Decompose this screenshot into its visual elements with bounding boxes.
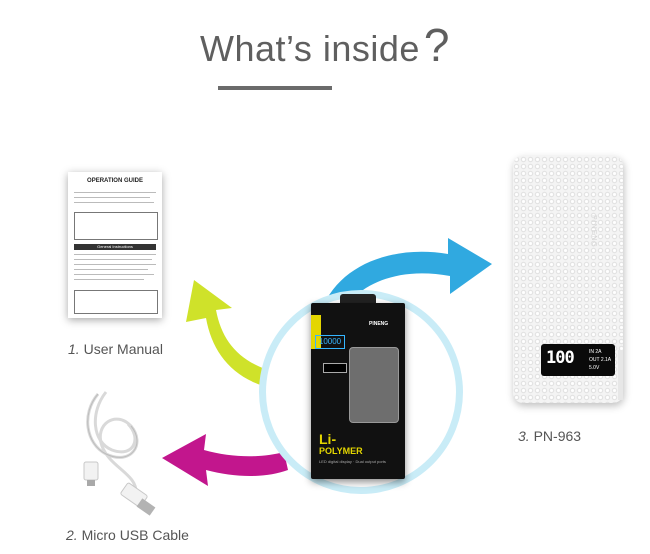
box-polymer-text: POLYMER: [319, 446, 363, 456]
box-capacity: 10000: [315, 335, 345, 349]
manual-text-line: [74, 197, 150, 198]
battery-percentage: 100: [546, 348, 575, 368]
caption-label: Micro USB Cable: [81, 527, 189, 543]
power-bank-display: 100 IN 2A OUT 2.1A 5.0V: [541, 344, 615, 376]
arrow-yellow-icon: [186, 280, 274, 388]
title-question-mark: ?: [423, 19, 451, 71]
caption-number: 1.: [68, 341, 80, 357]
retail-box-image: PINENG 10000 Li- POLYMER LED digital dis…: [311, 303, 405, 479]
manual-diagram: [74, 290, 158, 314]
manual-heading: OPERATION GUIDE: [87, 178, 143, 184]
usb-cable-icon: [83, 391, 156, 516]
display-input-label: IN 2A: [589, 349, 602, 355]
arrow-magenta-icon: [162, 434, 288, 486]
manual-text-line: [74, 279, 144, 280]
manual-text-line: [74, 259, 152, 260]
manual-table: [74, 212, 158, 240]
display-voltage-label: 5.0V: [589, 365, 600, 371]
box-device-image: [349, 347, 399, 423]
user-manual-image: OPERATION GUIDE General Instructions: [68, 172, 162, 318]
manual-text-line: [74, 254, 156, 255]
power-bank-logo: PINENG: [590, 215, 597, 248]
box-stripe: [311, 315, 321, 349]
power-bank-button: [618, 350, 623, 400]
caption-micro-usb-cable: 2. Micro USB Cable: [66, 527, 189, 543]
manual-text-line: [74, 192, 156, 193]
caption-number: 2.: [66, 527, 78, 543]
manual-text-line: [74, 202, 154, 203]
manual-text-line: [74, 274, 154, 275]
box-tagline: LED digital display · Dual output ports: [319, 459, 386, 464]
box-device-display: [323, 363, 347, 373]
page-title: What’s inside?: [0, 18, 650, 72]
caption-pn-963: 3. PN-963: [518, 428, 581, 444]
caption-user-manual: 1. User Manual: [68, 341, 163, 357]
caption-label: User Manual: [83, 341, 163, 357]
caption-label: PN-963: [533, 428, 582, 444]
box-brand: PINENG: [369, 321, 389, 327]
arrow-blue-icon: [318, 238, 492, 330]
title-text: What’s inside: [199, 28, 420, 69]
manual-section-title: General Instructions: [74, 244, 156, 250]
display-output-label: OUT 2.1A: [589, 357, 612, 363]
caption-number: 3.: [518, 428, 530, 444]
box-li-text: Li-: [319, 431, 337, 447]
manual-text-line: [74, 264, 156, 265]
title-underline: [218, 86, 332, 90]
manual-text-line: [74, 269, 148, 270]
